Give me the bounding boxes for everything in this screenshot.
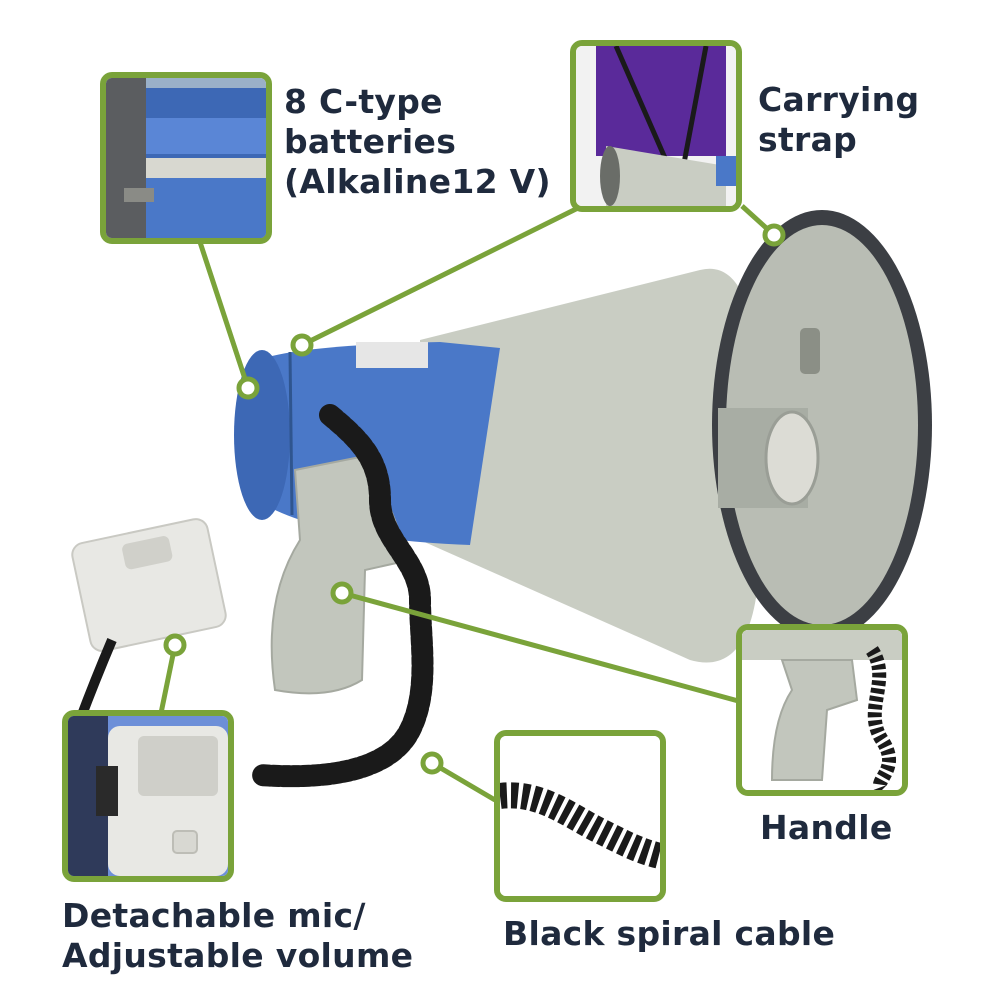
mic-cord xyxy=(75,638,117,722)
mic-grille xyxy=(122,536,173,570)
strap-label-line-2: strap xyxy=(758,120,858,159)
strap-label-line-1: Carrying xyxy=(758,80,920,119)
batteries-inset xyxy=(100,72,272,244)
mic-body xyxy=(71,518,227,652)
mic-inset xyxy=(62,710,234,882)
bell-bracket xyxy=(800,328,820,374)
megaphone-horn xyxy=(420,268,760,663)
handle-inset xyxy=(736,624,908,796)
cable-label: Black spiral cable xyxy=(503,914,835,954)
cable-inset xyxy=(494,730,666,902)
megaphone-bell-inner xyxy=(726,225,918,625)
batteries-label: 8 C-type batteries (Alkaline12 V) xyxy=(284,82,551,202)
cable-label-line-1: Black spiral cable xyxy=(503,914,836,953)
mic-label: Detachable mic/ Adjustable volume xyxy=(62,896,413,976)
batteries-label-line-3: (Alkaline12 V) xyxy=(284,162,551,201)
body-seam xyxy=(288,351,294,516)
handle-label-line-1: Handle xyxy=(760,808,893,847)
megaphone-driver-cap xyxy=(764,410,820,506)
microphone-icon xyxy=(68,716,228,876)
battery-compartment-icon xyxy=(106,78,266,238)
body-label-sticker xyxy=(356,342,428,368)
batteries-label-line-1: 8 C-type xyxy=(284,82,443,121)
strap-inset xyxy=(570,40,742,212)
callout-markers xyxy=(163,223,786,775)
batteries-label-line-2: batteries xyxy=(284,122,457,161)
spiral-cable xyxy=(249,404,434,788)
carrying-strap-icon xyxy=(576,46,736,206)
mic-label-line-2: Adjustable volume xyxy=(62,936,414,975)
spiral-cable-icon xyxy=(500,736,660,896)
mic-label-line-1: Detachable mic/ xyxy=(62,896,366,935)
callout-leader-lines xyxy=(157,203,776,803)
handle-icon xyxy=(742,630,902,790)
handle-label: Handle xyxy=(760,808,893,848)
strap-label: Carrying strap xyxy=(758,80,919,160)
